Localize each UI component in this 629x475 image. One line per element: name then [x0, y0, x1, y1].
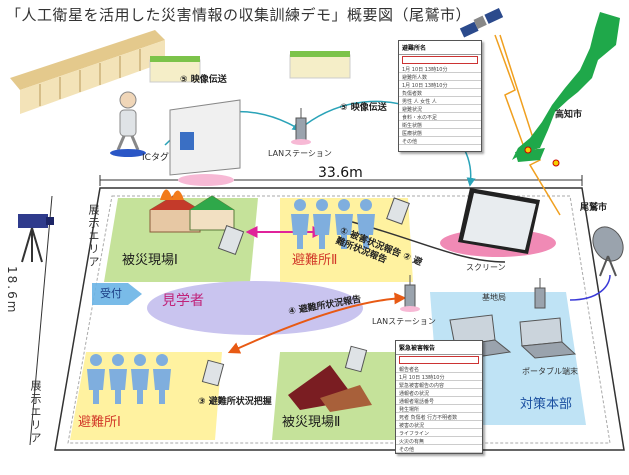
doc-top-row: 食料・水の不足	[399, 113, 481, 121]
tablet-shelter-2	[386, 197, 410, 225]
satellite-icon	[459, 8, 504, 38]
doc-bottom-row: ライフライン	[396, 429, 482, 437]
ic-tag-gate	[169, 99, 241, 186]
doc-top-row: 医療状態	[399, 129, 481, 137]
hq-uplink	[569, 274, 611, 301]
owase-label: 尾鷲市	[580, 203, 608, 213]
floor-inner-border	[67, 195, 611, 444]
video-camera-icon	[18, 214, 54, 263]
visitors-label: 見学者	[162, 293, 204, 309]
portable-terminal-label: ポータブル端末	[522, 367, 578, 376]
owase-marker	[552, 159, 560, 167]
reception-label: 受付	[100, 287, 122, 300]
flow-video-2: ⑤ 映像伝送	[340, 103, 387, 113]
doc-bottom-row: 通報者電話番号	[396, 397, 482, 405]
tablet-disaster-2	[344, 345, 368, 373]
height-dimension	[29, 195, 53, 446]
doc-top-row: 避難状況	[399, 105, 481, 113]
doc-top-field	[402, 56, 478, 64]
screen-device	[440, 188, 556, 257]
lan-station-mid-label: LANステーション	[372, 317, 436, 326]
width-dimension-label: 33.6m	[318, 165, 363, 181]
doc-bottom-field	[399, 356, 479, 364]
ic-tag-label: ICタグ	[142, 153, 169, 163]
kochi-marker	[524, 146, 532, 154]
lan-station-top-label: LANステーション	[268, 149, 332, 158]
flow-shelter-grasp: ③ 避難所状況把握	[198, 397, 272, 407]
rubble-pile	[288, 365, 372, 412]
zone-shelter-1-label: 避難所Ⅰ	[78, 415, 121, 430]
doc-bottom-row: 1月 10日 13時10分	[396, 373, 482, 381]
doc-top-row: 避難所人数	[399, 73, 481, 81]
doc-top-row: その他	[399, 137, 481, 145]
green-roof-right	[289, 51, 351, 79]
doc-bottom-header: 緊急被害報告	[396, 341, 482, 355]
zone-disaster-1-label: 被災現場Ⅰ	[122, 253, 178, 268]
satellite-dish-icon	[592, 226, 624, 277]
tablet-disaster-1	[217, 225, 245, 255]
doc-bottom-row: 報告者名	[396, 365, 482, 373]
hq-label: 対策本部	[520, 397, 573, 412]
base-station-antenna	[534, 278, 546, 309]
flow-video-1: ⑤ 映像伝送	[180, 75, 227, 85]
reception-arrow	[92, 283, 142, 305]
doc-bottom-row: 発生場所	[396, 405, 482, 413]
exhibit-area-bottom: 展示エリア	[29, 380, 42, 445]
hq-laptop-right	[519, 317, 577, 359]
tablet-shelter-1	[201, 359, 225, 387]
zone-disaster-2-label: 被災現場Ⅱ	[282, 415, 341, 430]
doc-top-row: 衛生状態	[399, 121, 481, 129]
person-with-ic-tag	[110, 91, 146, 157]
building-illustration	[10, 30, 165, 114]
doc-bottom-row: 通報者の状況	[396, 389, 482, 397]
doc-top-header: 避難所名	[399, 41, 481, 55]
doc-bottom-row: 被害の状況	[396, 421, 482, 429]
satellite-link-kochi	[494, 34, 526, 151]
green-roof-left	[149, 56, 201, 83]
doc-bottom-row: 火災の有無	[396, 437, 482, 445]
doc-top-row: 1月 10日 13時10分	[399, 81, 481, 89]
satellite-link-owase	[499, 34, 561, 216]
orange-link	[227, 292, 407, 354]
doc-bottom-row: その他	[396, 445, 482, 453]
base-station-label: 基地局	[482, 293, 506, 302]
doc-top-row: 負傷者数	[399, 89, 481, 97]
screen-label: スクリーン	[466, 263, 506, 272]
japan-shikoku	[515, 148, 545, 162]
doc-bottom-row: 死者 負傷者 行方不明者数	[396, 413, 482, 421]
doc-top-row: 男性 人 女性 人	[399, 97, 481, 105]
exhibit-area-top: 展示エリア	[87, 204, 100, 269]
kochi-label: 高知市	[555, 110, 583, 120]
zone-shelter-2-label: 避難所Ⅱ	[292, 253, 338, 268]
damaged-houses	[149, 189, 235, 233]
height-dimension-label: 18.6m	[5, 266, 19, 315]
lan-station-top-icon	[291, 108, 311, 145]
doc-top-row: 1月 10日 13時10分	[399, 65, 481, 73]
japan-map	[512, 12, 620, 160]
lan-station-mid-icon	[400, 275, 420, 312]
doc-bottom-row: 緊急被害報告の内容	[396, 381, 482, 389]
page-title: 「人工衛星を活用した災害情報の収集訓練デモ」概要図（尾鷲市）	[6, 6, 472, 24]
